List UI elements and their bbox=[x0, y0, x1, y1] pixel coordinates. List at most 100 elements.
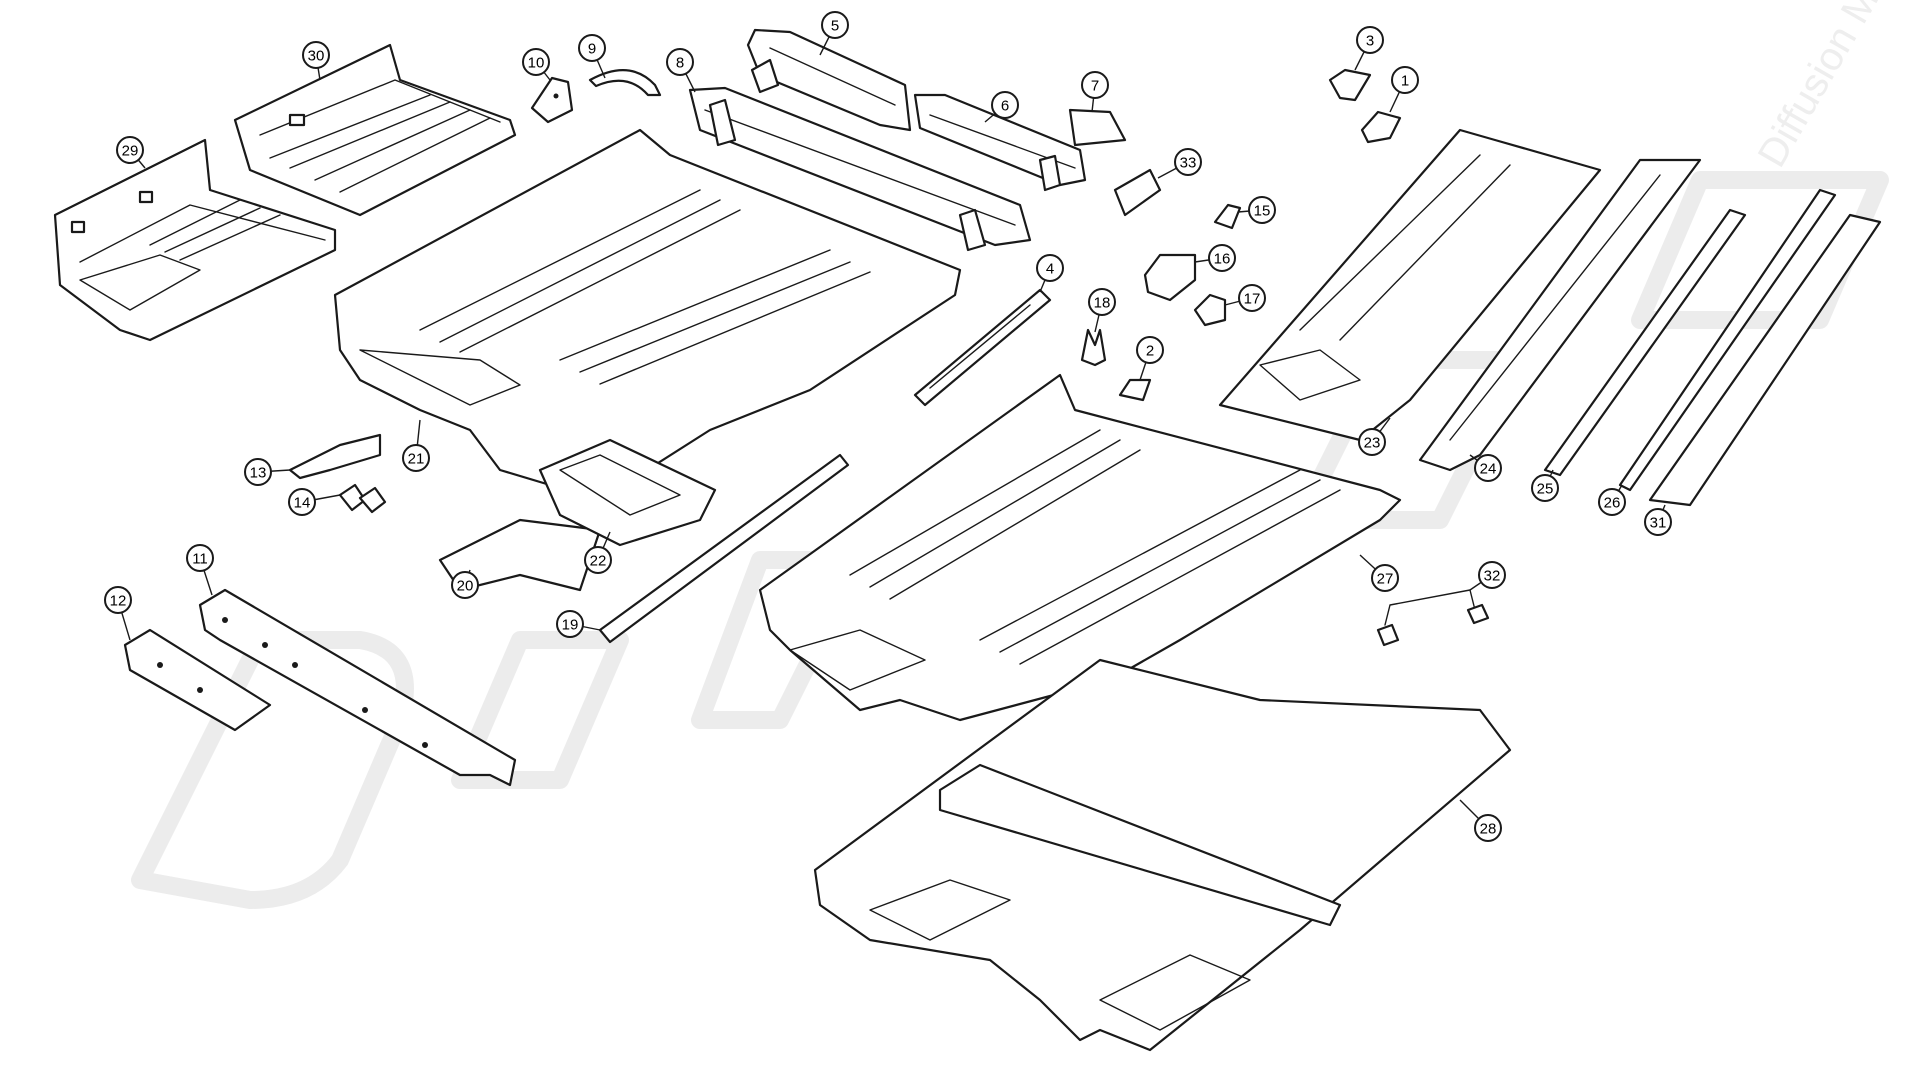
callout-9: 9 bbox=[578, 34, 606, 79]
callout-number: 32 bbox=[1484, 568, 1501, 585]
callout-8: 8 bbox=[666, 48, 696, 93]
callout-number: 21 bbox=[408, 451, 425, 468]
callout-2: 2 bbox=[1136, 336, 1164, 381]
part-9-strap bbox=[588, 69, 662, 97]
part-16-bracket bbox=[1143, 253, 1197, 302]
callout-circle bbox=[1478, 561, 1506, 589]
part-26-strip bbox=[1618, 188, 1837, 492]
part-11-crossmember bbox=[198, 588, 517, 787]
callout-number: 7 bbox=[1091, 78, 1099, 95]
callout-circle bbox=[186, 544, 214, 572]
callout-4: 4 bbox=[1036, 254, 1064, 293]
part-5-crossmember bbox=[746, 28, 912, 132]
callout-circle bbox=[1088, 288, 1116, 316]
part-22-floor-section bbox=[538, 438, 717, 547]
callout-15: 15 bbox=[1237, 196, 1276, 224]
callout-circle bbox=[584, 546, 612, 574]
part-1-bracket bbox=[1360, 110, 1402, 144]
callout-22: 22 bbox=[584, 531, 612, 574]
callouts: 1234567891011121314151617181920212223242… bbox=[104, 11, 1672, 842]
callout-number: 2 bbox=[1146, 343, 1154, 360]
callout-32: 32 bbox=[1469, 561, 1506, 591]
callout-23: 23 bbox=[1358, 417, 1391, 456]
part-15-plate bbox=[1213, 203, 1242, 230]
part-23-sill-floor bbox=[1218, 128, 1602, 442]
callout-19: 19 bbox=[556, 610, 601, 638]
callout-number: 31 bbox=[1650, 515, 1667, 532]
callout-3: 3 bbox=[1354, 26, 1384, 71]
callout-circle bbox=[1474, 454, 1502, 482]
watermark-text: Diffusion Mini .fr bbox=[1750, 0, 1920, 175]
callout-18: 18 bbox=[1088, 288, 1116, 333]
part-30-rear-floor-panel bbox=[233, 43, 517, 217]
part-19-rod bbox=[598, 453, 850, 644]
callout-11: 11 bbox=[186, 544, 214, 596]
part-32-handle bbox=[1376, 589, 1490, 647]
callout-number: 14 bbox=[294, 495, 311, 512]
part-3-clip bbox=[1328, 68, 1372, 102]
callout-circle bbox=[821, 11, 849, 39]
part-24-sill bbox=[1418, 158, 1702, 472]
callout-circle bbox=[1598, 488, 1626, 516]
callout-31: 31 bbox=[1644, 504, 1672, 536]
callout-number: 8 bbox=[676, 55, 684, 72]
callout-circle bbox=[1356, 26, 1384, 54]
callout-number: 22 bbox=[590, 553, 607, 570]
callout-number: 28 bbox=[1480, 821, 1497, 838]
callout-number: 25 bbox=[1537, 481, 1554, 498]
callout-circle bbox=[991, 91, 1019, 119]
callout-circle bbox=[1358, 428, 1386, 456]
callout-number: 27 bbox=[1377, 571, 1394, 588]
callout-circle bbox=[1644, 508, 1672, 536]
part-17-bracket bbox=[1193, 293, 1227, 327]
part-8-crossmember bbox=[688, 86, 1032, 252]
callout-number: 17 bbox=[1244, 291, 1261, 308]
callout-circle bbox=[402, 444, 430, 472]
callout-number: 26 bbox=[1604, 495, 1621, 512]
callout-circle bbox=[556, 610, 584, 638]
callout-number: 9 bbox=[588, 41, 596, 58]
callout-circle bbox=[1531, 474, 1559, 502]
callout-circle bbox=[1136, 336, 1164, 364]
callout-number: 1 bbox=[1401, 73, 1409, 90]
callout-26: 26 bbox=[1598, 484, 1626, 516]
callout-17: 17 bbox=[1224, 284, 1266, 312]
callout-21: 21 bbox=[402, 419, 430, 472]
callout-number: 16 bbox=[1214, 251, 1231, 268]
callout-circle bbox=[1081, 71, 1109, 99]
callout-circle bbox=[1391, 66, 1419, 94]
callout-circle bbox=[1248, 196, 1276, 224]
part-6-crossmember bbox=[913, 93, 1087, 192]
callout-circle bbox=[578, 34, 606, 62]
callout-circle bbox=[302, 41, 330, 69]
callout-circle bbox=[244, 458, 272, 486]
callout-20: 20 bbox=[451, 569, 479, 599]
part-13-reinforcement bbox=[288, 433, 382, 480]
callout-1: 1 bbox=[1389, 66, 1419, 113]
callout-circle bbox=[522, 48, 550, 76]
part-14-plates bbox=[338, 483, 387, 514]
callout-number: 24 bbox=[1480, 461, 1497, 478]
callout-number: 33 bbox=[1180, 155, 1197, 172]
callout-12: 12 bbox=[104, 586, 132, 641]
callout-number: 12 bbox=[110, 593, 127, 610]
callout-5: 5 bbox=[819, 11, 849, 56]
callout-10: 10 bbox=[522, 48, 551, 81]
callout-13: 13 bbox=[244, 458, 291, 486]
callout-7: 7 bbox=[1081, 71, 1109, 113]
callout-circle bbox=[1474, 814, 1502, 842]
callout-number: 11 bbox=[192, 551, 208, 568]
callout-circle bbox=[1036, 254, 1064, 282]
callout-number: 23 bbox=[1364, 435, 1381, 452]
callout-33: 33 bbox=[1157, 148, 1202, 179]
part-29-rear-floor-section bbox=[53, 138, 337, 342]
callout-number: 3 bbox=[1366, 33, 1374, 50]
callout-number: 5 bbox=[831, 18, 839, 35]
callout-number: 10 bbox=[528, 55, 545, 72]
callout-circle bbox=[104, 586, 132, 614]
callout-circle bbox=[666, 48, 694, 76]
callout-circle bbox=[1238, 284, 1266, 312]
callout-circle bbox=[451, 571, 479, 599]
callout-27: 27 bbox=[1359, 554, 1399, 592]
callout-14: 14 bbox=[288, 488, 341, 516]
